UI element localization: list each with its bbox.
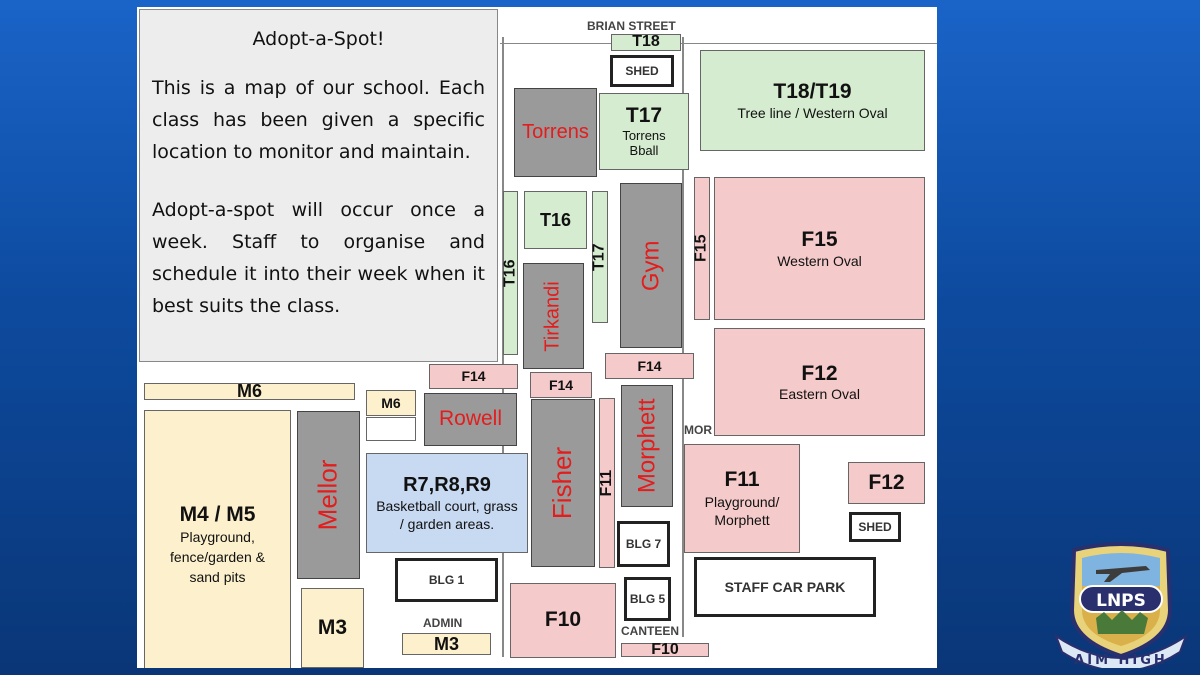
lnps-logo: LNPS AIM HIGH <box>1053 542 1189 668</box>
building-torrens: Torrens <box>514 88 597 177</box>
zone-f15-side: F15 <box>692 177 710 320</box>
zone-f12-title: F12 <box>801 361 838 385</box>
shed-top: SHED <box>610 55 674 87</box>
zone-t18-t19-desc: Tree line / Western Oval <box>737 104 888 121</box>
zone-r7-title: R7,R8,R9 <box>403 473 491 496</box>
zone-m4-m5-desc: Playground, fence/garden & sand pits <box>170 529 265 586</box>
building-blg7: BLG 7 <box>617 521 670 567</box>
zone-t16-side-label: T16 <box>501 259 519 287</box>
zone-f11-side-label: F11 <box>597 469 615 497</box>
zone-f12-small: F12 <box>848 462 925 504</box>
zone-f14-a: F14 <box>429 364 518 389</box>
zone-m6-small: M6 <box>366 390 416 416</box>
zone-t18-t19-title: T18/T19 <box>773 80 852 104</box>
map-line <box>500 43 937 44</box>
building-gym: Gym <box>620 183 682 348</box>
zone-f15: F15 Western Oval <box>714 177 925 320</box>
building-gym-label: Gym <box>637 240 665 291</box>
building-mellor-label: Mellor <box>312 459 343 531</box>
canteen-label: CANTEEN <box>621 624 680 638</box>
logo-initials: LNPS <box>1096 591 1146 611</box>
zone-t16: T16 <box>524 191 587 249</box>
intro-title: Adopt-a-Spot! <box>252 28 385 50</box>
mor-street-label: MOR <box>684 423 712 437</box>
zone-f11-title: F11 <box>724 468 760 492</box>
zone-f15-title: F15 <box>801 228 838 252</box>
intro-paragraph-2: Adopt-a-spot will occur once a week. Sta… <box>152 199 485 317</box>
zone-t16-side: T16 <box>501 191 519 355</box>
zone-t17-desc1: Torrens <box>622 127 666 143</box>
brian-street-label: BRIAN STREET <box>587 19 676 33</box>
zone-f11-desc: Playground/ Morphett <box>704 493 780 528</box>
zone-m6-strip: M6 <box>144 381 355 401</box>
zone-t17-side-label: T17 <box>590 243 608 271</box>
zone-f10-strip: F10 <box>621 641 709 658</box>
building-morphett: Morphett <box>621 385 673 507</box>
zone-f12: F12 Eastern Oval <box>714 328 925 436</box>
zone-t17-desc2: Bball <box>629 142 659 158</box>
staff-car-park: STAFF CAR PARK <box>694 557 876 617</box>
zone-f10: F10 <box>510 583 616 658</box>
building-fisher: Fisher <box>531 399 595 567</box>
zone-m3-strip: M3 <box>402 633 491 655</box>
zone-m3-box: M3 <box>301 588 364 668</box>
zone-f12-desc: Eastern Oval <box>779 386 860 403</box>
zone-t17: T17 Torrens Bball <box>599 93 689 170</box>
plane-icon <box>1096 566 1150 582</box>
zone-f11-side: F11 <box>597 398 615 568</box>
map-line <box>682 37 684 637</box>
trees-icon <box>1096 610 1148 634</box>
building-blg5: BLG 5 <box>624 577 671 621</box>
zone-t18-t19: T18/T19 Tree line / Western Oval <box>700 50 925 151</box>
building-mellor: Mellor <box>297 411 360 579</box>
logo-motto: AIM HIGH <box>1074 653 1168 668</box>
zone-m4-m5: M4 / M5 Playground, fence/garden & sand … <box>144 410 291 668</box>
admin-label: ADMIN <box>423 616 463 630</box>
zone-t17-side: T17 <box>590 191 608 323</box>
zone-t17-title: T17 <box>625 104 663 128</box>
building-blg1: BLG 1 <box>395 558 498 602</box>
intro-textbox: Adopt-a-Spot! This is a map of our schoo… <box>139 9 498 362</box>
zone-t18-top: T18 <box>611 33 681 51</box>
zone-r7-desc: Basketball court, grass / garden areas. <box>376 497 518 532</box>
building-fisher-label: Fisher <box>547 446 578 520</box>
school-map: BRIAN STREET MOR T18 SHED T18/T19 Tree l… <box>137 7 937 668</box>
building-tirkandi: Tirkandi <box>523 263 584 369</box>
zone-r7-r8-r9: R7,R8,R9 Basketball court, grass / garde… <box>366 453 528 553</box>
shed-right: SHED <box>849 512 901 542</box>
building-morphett-label: Morphett <box>633 398 661 494</box>
zone-f14-c: F14 <box>605 353 694 379</box>
building-rowell: Rowell <box>424 393 517 446</box>
intro-paragraph-1: This is a map of our school. Each class … <box>152 77 485 163</box>
zone-m4-m5-title: M4 / M5 <box>179 502 256 526</box>
zone-f15-desc: Western Oval <box>777 252 862 269</box>
m6-block <box>366 417 416 441</box>
building-tirkandi-label: Tirkandi <box>542 280 565 352</box>
zone-f15-side-label: F15 <box>692 234 710 263</box>
zone-f14-b: F14 <box>530 372 592 398</box>
zone-f11: F11 Playground/ Morphett <box>684 444 800 553</box>
